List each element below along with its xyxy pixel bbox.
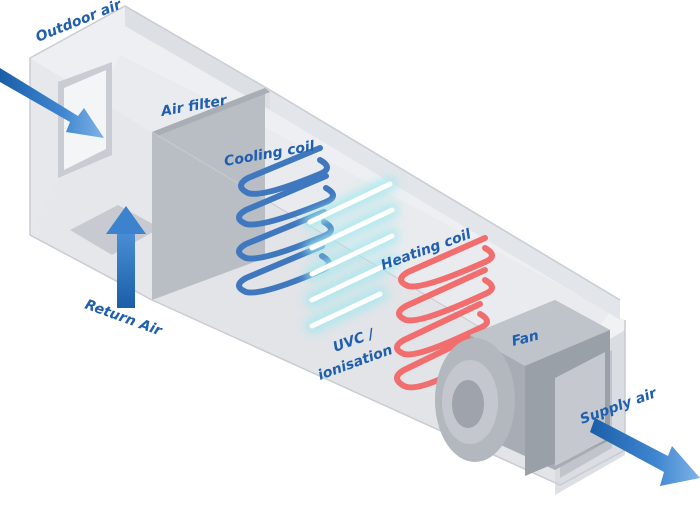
heating-coil [394, 235, 495, 391]
fan-unit [435, 300, 610, 476]
supply-air-arrow [590, 418, 700, 486]
outdoor-air-arrow [0, 68, 104, 138]
return-air-arrow [106, 206, 146, 308]
uvc-lamps [303, 177, 399, 333]
label-fan: Fan [510, 328, 540, 350]
